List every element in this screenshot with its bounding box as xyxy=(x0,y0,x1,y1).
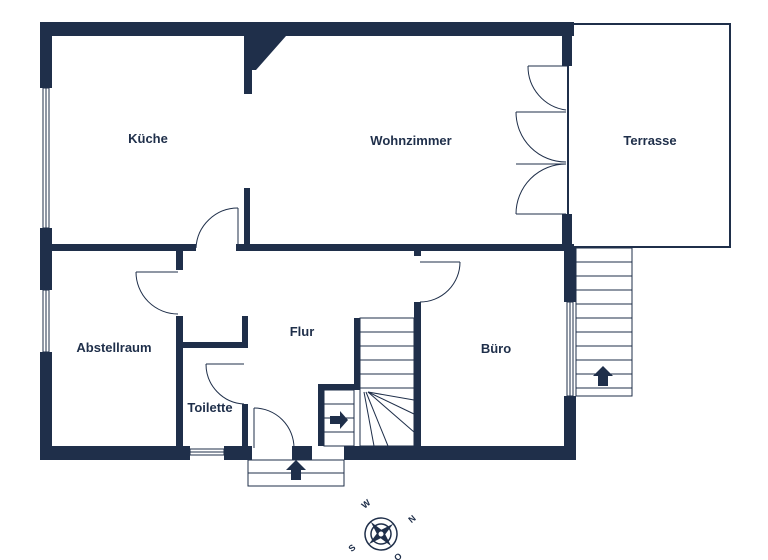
exterior-stairs-right xyxy=(575,247,633,397)
room-label-buero: Büro xyxy=(481,341,511,356)
interior-staircase xyxy=(323,317,415,447)
compass-outer-ring xyxy=(364,517,398,551)
compass-letter-n: N xyxy=(406,513,417,525)
stair-arrow-up-icon xyxy=(593,366,613,386)
terrace-outline xyxy=(567,23,731,248)
room-label-abstellraum: Abstellraum xyxy=(76,340,151,355)
windows xyxy=(42,87,574,456)
compass-rose: W N S O xyxy=(346,497,417,560)
door-swings xyxy=(135,65,568,449)
interior-walls xyxy=(40,36,574,460)
compass-letter-o: O xyxy=(392,551,404,560)
stair-arrow-icon xyxy=(330,411,348,429)
compass-center xyxy=(377,530,385,538)
room-label-toilette: Toilette xyxy=(187,400,232,415)
room-label-kueche: Küche xyxy=(128,131,168,146)
room-label-wohnzimmer: Wohnzimmer xyxy=(370,133,451,148)
exterior-walls xyxy=(40,22,576,460)
compass-letter-s: S xyxy=(346,542,357,554)
room-label-terrasse: Terrasse xyxy=(623,133,676,148)
entrance-arrow-icon xyxy=(286,460,306,480)
room-label-flur: Flur xyxy=(290,324,315,339)
compass-letter-w: W xyxy=(360,497,373,510)
